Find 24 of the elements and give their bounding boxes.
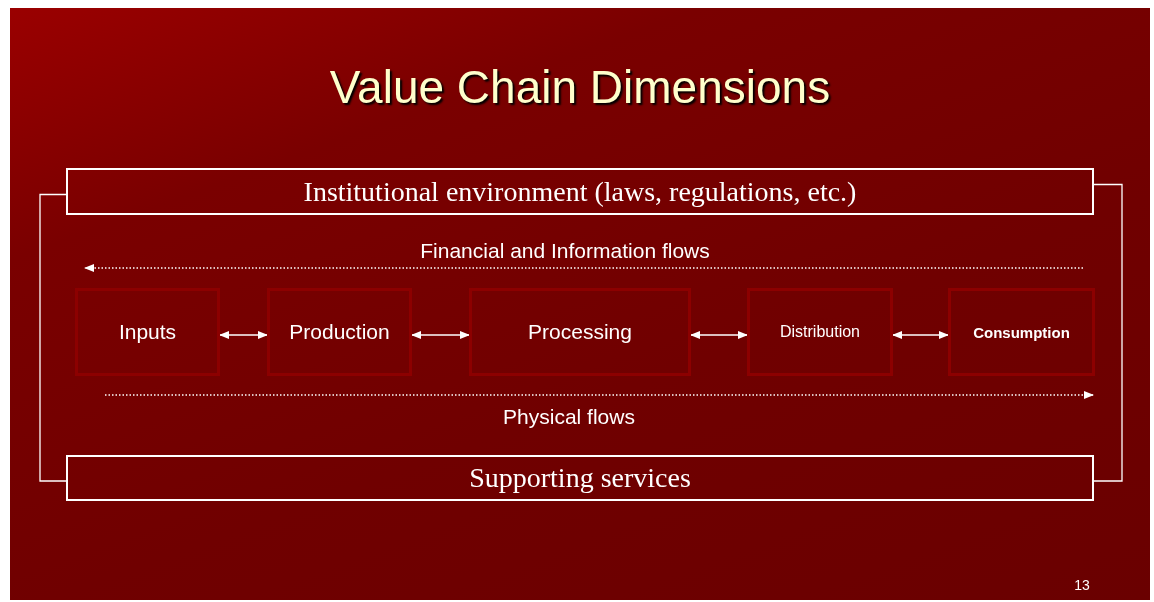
box-label: Institutional environment (laws, regulations, etc.) — [303, 175, 857, 208]
bracket-line — [39, 193, 67, 482]
flow-label: Financial and Information flows — [420, 239, 710, 264]
box-label: Processing — [528, 320, 632, 344]
double-arrow — [219, 331, 268, 339]
box-label: Production — [289, 320, 390, 344]
box-label: Consumption — [973, 323, 1070, 341]
box-label: Inputs — [118, 320, 177, 344]
stage-box — [267, 288, 412, 376]
stage-box — [469, 288, 691, 376]
stage-box — [747, 288, 893, 376]
services-box — [66, 455, 1094, 501]
stage-box — [75, 288, 220, 376]
double-arrow — [892, 331, 949, 339]
page-number: 13 — [1074, 576, 1090, 593]
double-arrow — [411, 331, 470, 339]
environment-box — [66, 168, 1094, 215]
bracket-line — [1093, 183, 1123, 482]
box-label: Supporting services — [469, 462, 691, 494]
double-arrow — [690, 331, 748, 339]
stage-box — [948, 288, 1095, 376]
box-label: Distribution — [780, 323, 860, 341]
slide-title: Value Chain Dimensions — [328, 60, 832, 114]
flow-label: Physical flows — [503, 405, 635, 430]
